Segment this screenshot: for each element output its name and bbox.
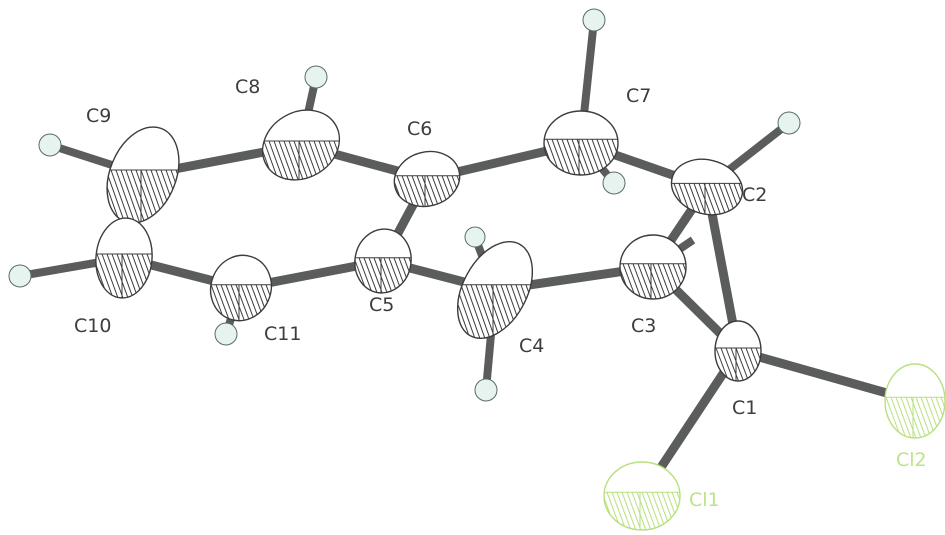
hydrogen-atom <box>777 111 801 135</box>
atom-labels: C9 C8 C6 C7 C2 C10 C11 C5 C4 C3 C1 Cl1 C… <box>74 76 927 511</box>
atom-c9 <box>93 126 193 226</box>
atom-c11 <box>205 254 281 322</box>
label-c2: C2 <box>742 184 767 206</box>
hydrogen-atom <box>304 65 328 89</box>
bonds <box>19 19 917 499</box>
label-c11: C11 <box>264 323 301 345</box>
atom-cl1 <box>603 461 681 531</box>
atom-c10 <box>92 217 156 299</box>
hydrogen-atom <box>214 322 238 346</box>
label-cl1: Cl1 <box>689 489 720 511</box>
label-c7: C7 <box>626 85 651 107</box>
atom-c7 <box>543 110 619 176</box>
atom-cl2 <box>884 363 945 439</box>
hydrogen-atom <box>38 133 62 157</box>
label-c9: C9 <box>86 105 111 127</box>
hydrogen-atom <box>602 171 626 195</box>
atom-c8 <box>258 109 353 186</box>
atom-c5 <box>349 228 417 294</box>
hydrogen-atom <box>582 8 606 32</box>
hydrogen-atom <box>8 264 32 288</box>
label-c3: C3 <box>631 315 656 337</box>
hydrogen-atom <box>464 226 486 248</box>
label-c6: C6 <box>407 118 432 140</box>
label-c1: C1 <box>732 397 757 419</box>
label-cl2: Cl2 <box>896 449 927 471</box>
label-c5: C5 <box>369 294 394 316</box>
hydrogen-atoms <box>8 8 801 402</box>
hydrogen-atom <box>474 378 498 402</box>
label-c10: C10 <box>74 315 111 337</box>
atom-c4 <box>442 240 548 343</box>
label-c8: C8 <box>235 76 260 98</box>
label-c4: C4 <box>519 335 544 357</box>
atom-c2 <box>668 158 749 223</box>
atom-c6 <box>391 150 466 213</box>
